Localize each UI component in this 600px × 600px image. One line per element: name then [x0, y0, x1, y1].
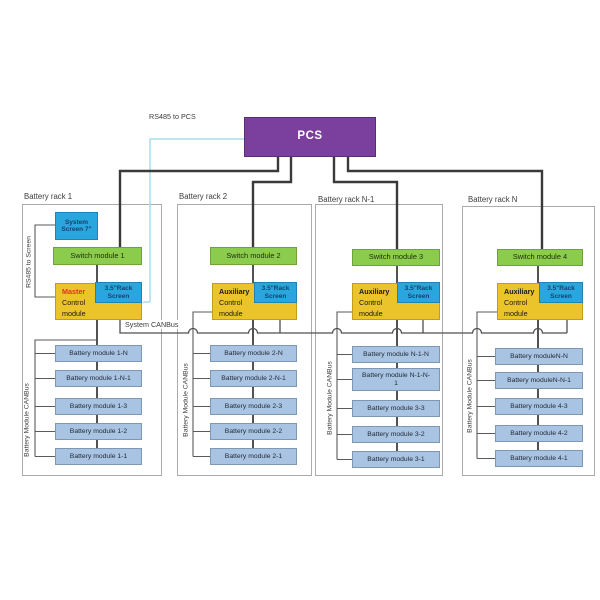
rack-title-4: Battery rack N	[468, 195, 518, 204]
switch-module-2-box: Switch module 2	[210, 247, 297, 265]
rs485-pcs-wire	[143, 138, 245, 303]
rack-screen-box-1: 3.5"Rack Screen	[95, 282, 142, 303]
rack-title-2: Battery rack 2	[179, 192, 228, 201]
pcs-trunk-wires	[118, 157, 544, 249]
battery-module-box: Battery module 2-1	[210, 448, 297, 465]
battery-module-box: Battery module N-1-N	[352, 346, 440, 363]
pcs-box: PCS	[244, 117, 376, 157]
battery-module-box: Battery module 3-2	[352, 426, 440, 443]
control-role-label: Auxiliary	[504, 287, 535, 296]
rs485-to-pcs-label: RS485 to PCS	[149, 112, 196, 121]
battery-module-box: Battery module N-1-N-1	[352, 368, 440, 391]
battery-module-box: Battery module 2-N-1	[210, 370, 297, 387]
battery-module-box: Battery module 1-1	[55, 448, 142, 465]
control-name-label: Control module	[359, 297, 383, 318]
battery-module-canbus-label-3: Battery Module CANBus	[326, 361, 334, 435]
control-name-label: Control module	[62, 297, 86, 318]
rack-screen-box-4: 3.5"Rack Screen	[539, 282, 583, 303]
battery-module-box: Battery module 1-3	[55, 398, 142, 415]
battery-module-box: Battery module 4-1	[495, 450, 583, 467]
pcs-label: PCS	[297, 130, 323, 143]
rack-screen-box-2: 3.5"Rack Screen	[254, 282, 297, 303]
module-canbus-rails	[34, 224, 497, 461]
battery-module-box: Battery module 4-2	[495, 425, 583, 442]
system-screen-box: System Screen 7"	[55, 212, 98, 240]
battery-module-box: Battery module 2-2	[210, 423, 297, 440]
rs485-to-screen-label: RS485 to Screen	[25, 236, 33, 288]
battery-module-canbus-label-1: Battery Module CANBus	[23, 383, 31, 457]
battery-module-canbus-label-2: Battery Module CANBus	[182, 363, 190, 437]
battery-module-box: Battery module 1-2	[55, 423, 142, 440]
battery-module-box: Battery moduleN-N	[495, 348, 583, 365]
battery-module-box: Battery module 1-N-1	[55, 370, 142, 387]
system-canbus-label: System CANBus	[123, 320, 181, 329]
battery-module-box: Battery module 4-3	[495, 398, 583, 415]
switch-module-3-box: Switch module 3	[352, 249, 440, 266]
battery-module-canbus-label-4: Battery Module CANBus	[466, 359, 474, 433]
control-role-label: Auxiliary	[359, 287, 390, 296]
rack-title-1: Battery rack 1	[24, 192, 73, 201]
battery-module-box: Battery moduleN-N-1	[495, 372, 583, 389]
battery-module-box: Battery module 1-N	[55, 345, 142, 362]
battery-module-box: Battery module 3-1	[352, 451, 440, 468]
battery-module-box: Battery module 3-3	[352, 400, 440, 417]
battery-module-box: Battery module 2-3	[210, 398, 297, 415]
control-name-label: Control module	[219, 297, 243, 318]
rack-screen-box-3: 3.5"Rack Screen	[397, 282, 440, 303]
battery-module-box: Battery module 2-N	[210, 345, 297, 362]
switch-module-1-box: Switch module 1	[53, 247, 142, 265]
control-role-label: Auxiliary	[219, 287, 250, 296]
control-role-label: Master	[62, 287, 86, 296]
switch-module-4-box: Switch module 4	[497, 249, 583, 266]
rack-title-3: Battery rack N-1	[318, 195, 375, 204]
control-name-label: Control module	[504, 297, 528, 318]
system-canbus-wire	[119, 320, 568, 334]
